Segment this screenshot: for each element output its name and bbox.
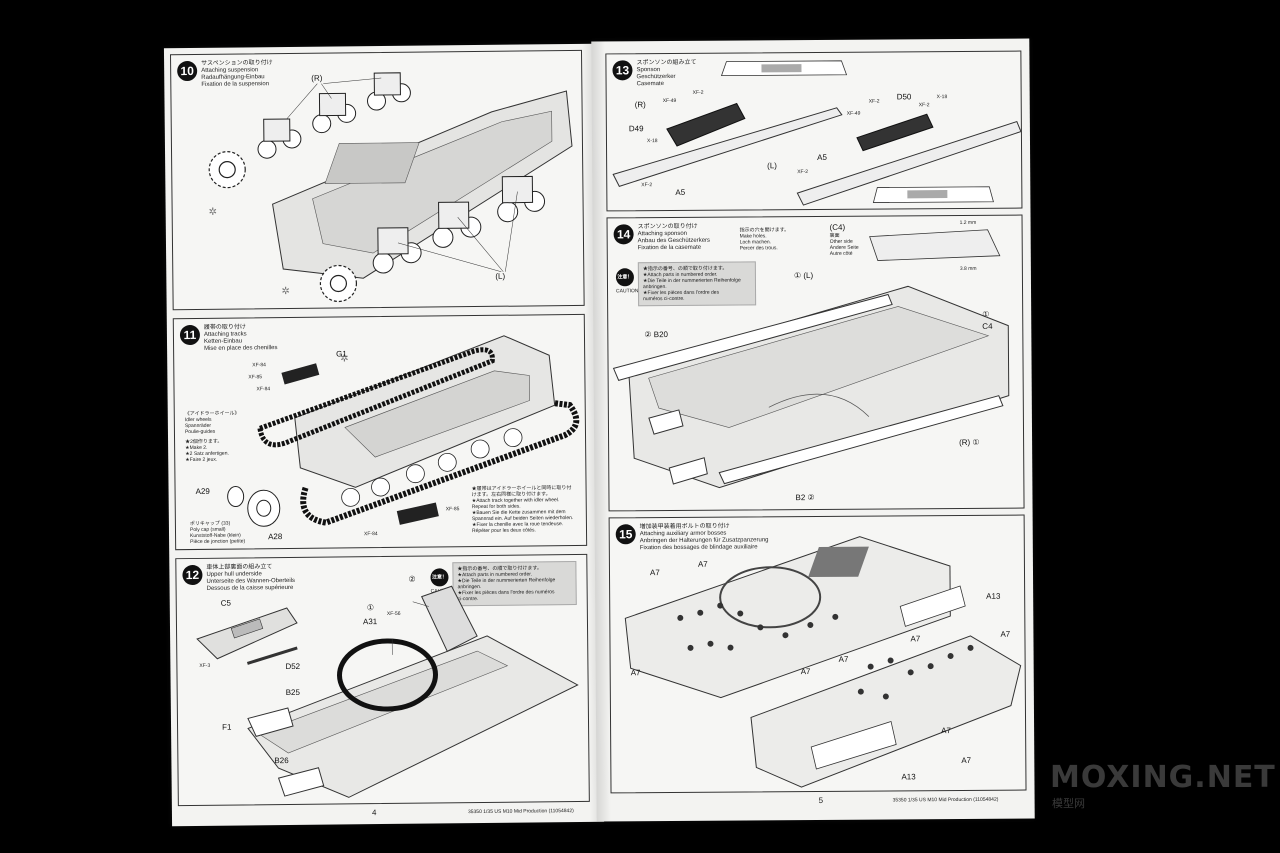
idler-caption: 《アイドラーホイール》 Idler wheels Spannräder Poul…	[185, 411, 240, 464]
note-fr-2: Répéter pour les deux côtés.	[471, 527, 536, 535]
label-d50: D50	[896, 92, 912, 102]
label-d49: D49	[628, 124, 644, 134]
label-r: (R)	[311, 73, 323, 83]
label-r: (R)	[634, 100, 646, 110]
label-l: (L)	[767, 161, 777, 171]
paint-code: X-18	[646, 138, 658, 145]
label-f1: F1	[222, 722, 232, 732]
label-a7: A7	[630, 668, 641, 678]
polycap-fr: Pièce de jonction (petite)	[190, 538, 246, 546]
paint-code: XF-2	[641, 182, 653, 189]
suspension-diagram: ✲ ✲	[209, 72, 573, 303]
paint-code: XF-85	[248, 374, 263, 381]
paint-code: XF-2	[868, 98, 880, 105]
label-a7: A7	[649, 568, 660, 578]
label-d52: D52	[285, 661, 301, 672]
paint-code: XF-2	[797, 169, 809, 176]
label-a7: A7	[800, 667, 811, 677]
step-10-panel: 10 サスペンションの取り付け Attaching suspension Rad…	[170, 49, 585, 311]
step-12-panel: 12 車体上部裏面の組み立て Upper hull underside Unte…	[175, 553, 590, 807]
label-l: (L)	[495, 271, 506, 281]
idler-fr: Poulie-guides	[184, 428, 216, 436]
paint-code: XF-84	[252, 362, 266, 369]
step-11-panel: 11 履帯の取り付け Attaching tracks Ketten-Einba…	[172, 313, 588, 551]
step-14-panel: 14 スポンソンの取り付け Attaching sponson Anbau de…	[606, 214, 1025, 512]
label-xf3: XF-3	[199, 662, 211, 669]
label-xf56: XF-56	[386, 610, 401, 617]
page-footer: 35350 1/35 US M10 Mid Production (110548…	[467, 808, 574, 816]
site-watermark: MOXING.NET 模型网	[1050, 760, 1276, 811]
svg-text:✲: ✲	[340, 353, 349, 364]
label-a5-right: A5	[817, 152, 827, 162]
watermark-main: MOXING.NET	[1050, 760, 1276, 795]
page-number: 5	[818, 795, 824, 805]
label-step-1-c4: ①	[982, 309, 990, 319]
label-b26: B26	[274, 756, 289, 766]
label-a13: A13	[901, 772, 916, 782]
label-c4: C4	[982, 321, 993, 331]
armor-bosses-diagram	[624, 536, 1022, 788]
paint-code: XF-49	[662, 97, 677, 105]
sponson-diagram	[612, 60, 1022, 206]
instruction-page-right: 13 スポンソンの組み立て Sponson Geschützerker Case…	[591, 38, 1035, 822]
page-footer: 35350 1/35 US M10 Mid Production (110548…	[892, 796, 999, 804]
step-15-panel: 15 増加装甲装着用ボルトの取り付け Attaching auxiliary a…	[608, 514, 1027, 794]
label-b25: B25	[285, 687, 300, 698]
label-g1: G1	[336, 349, 347, 359]
label-step-2-b20: ② B20	[644, 330, 669, 340]
label-a29: A29	[195, 486, 210, 496]
polycap-caption: ポリキャップ (33) Poly cap (small) Kunststoff-…	[190, 520, 245, 545]
label-a13: A13	[986, 591, 1001, 601]
paint-code: XF-49	[846, 110, 861, 117]
make-fr: ★Faire 2 jeux.	[185, 456, 218, 464]
label-a7: A7	[961, 755, 972, 765]
watermark-sub: 模型网	[1052, 797, 1085, 810]
label-a7: A7	[838, 654, 849, 664]
tracks-diagram: ✲	[227, 335, 580, 527]
label-step-2: ②	[408, 574, 416, 584]
paint-code: XF-84	[364, 531, 378, 538]
label-a5-left: A5	[675, 187, 686, 197]
step-13-panel: 13 スポンソンの組み立て Sponson Geschützerker Case…	[605, 50, 1023, 212]
paint-code: XF-84	[256, 386, 271, 393]
paint-code: X-18	[936, 94, 948, 101]
label-step-1: ①	[366, 603, 375, 613]
label-a7: A7	[1000, 629, 1011, 639]
label-step-1-l: ① (L)	[793, 270, 814, 281]
label-a31: A31	[362, 617, 378, 627]
svg-text:✲: ✲	[209, 207, 218, 218]
label-r-1: (R) ①	[959, 437, 980, 447]
label-a7: A7	[910, 634, 921, 644]
track-note: ★履帯はアイドラーホイールと同時に取り付 けます。左右同様に取り付けます。 ★A…	[472, 485, 574, 534]
label-b2-2: B2 ②	[795, 492, 815, 503]
label-a7: A7	[697, 559, 708, 569]
label-a28: A28	[268, 532, 283, 542]
paint-code: XF-85	[445, 506, 460, 513]
instruction-page-left: 10 サスペンションの取り付け Attaching suspension Rad…	[163, 43, 605, 827]
page-number: 4	[371, 808, 377, 818]
upper-hull-diagram	[196, 585, 579, 798]
sponson-attach-diagram	[612, 229, 1010, 489]
paint-code: XF-2	[918, 102, 930, 109]
label-c5: C5	[220, 598, 232, 608]
paint-code: XF-2	[692, 89, 704, 96]
label-a7: A7	[941, 726, 951, 736]
svg-text:✲: ✲	[281, 286, 290, 297]
